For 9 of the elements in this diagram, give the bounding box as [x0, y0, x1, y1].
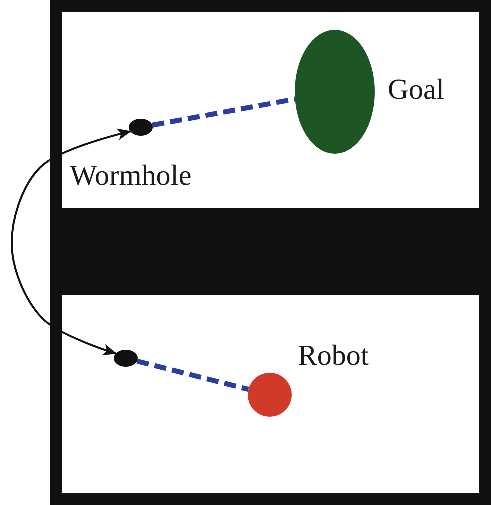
wormhole-dot [114, 350, 138, 367]
dashed-path-line [136, 358, 250, 392]
node-caption: Goal [388, 76, 444, 105]
wormhole-dot [129, 119, 153, 136]
robot-circle [248, 373, 292, 417]
wormhole-arrow [11, 128, 132, 356]
dashed-path-line [152, 96, 296, 128]
node-caption: Robot [298, 342, 369, 371]
node-caption: Wormhole [70, 162, 192, 191]
